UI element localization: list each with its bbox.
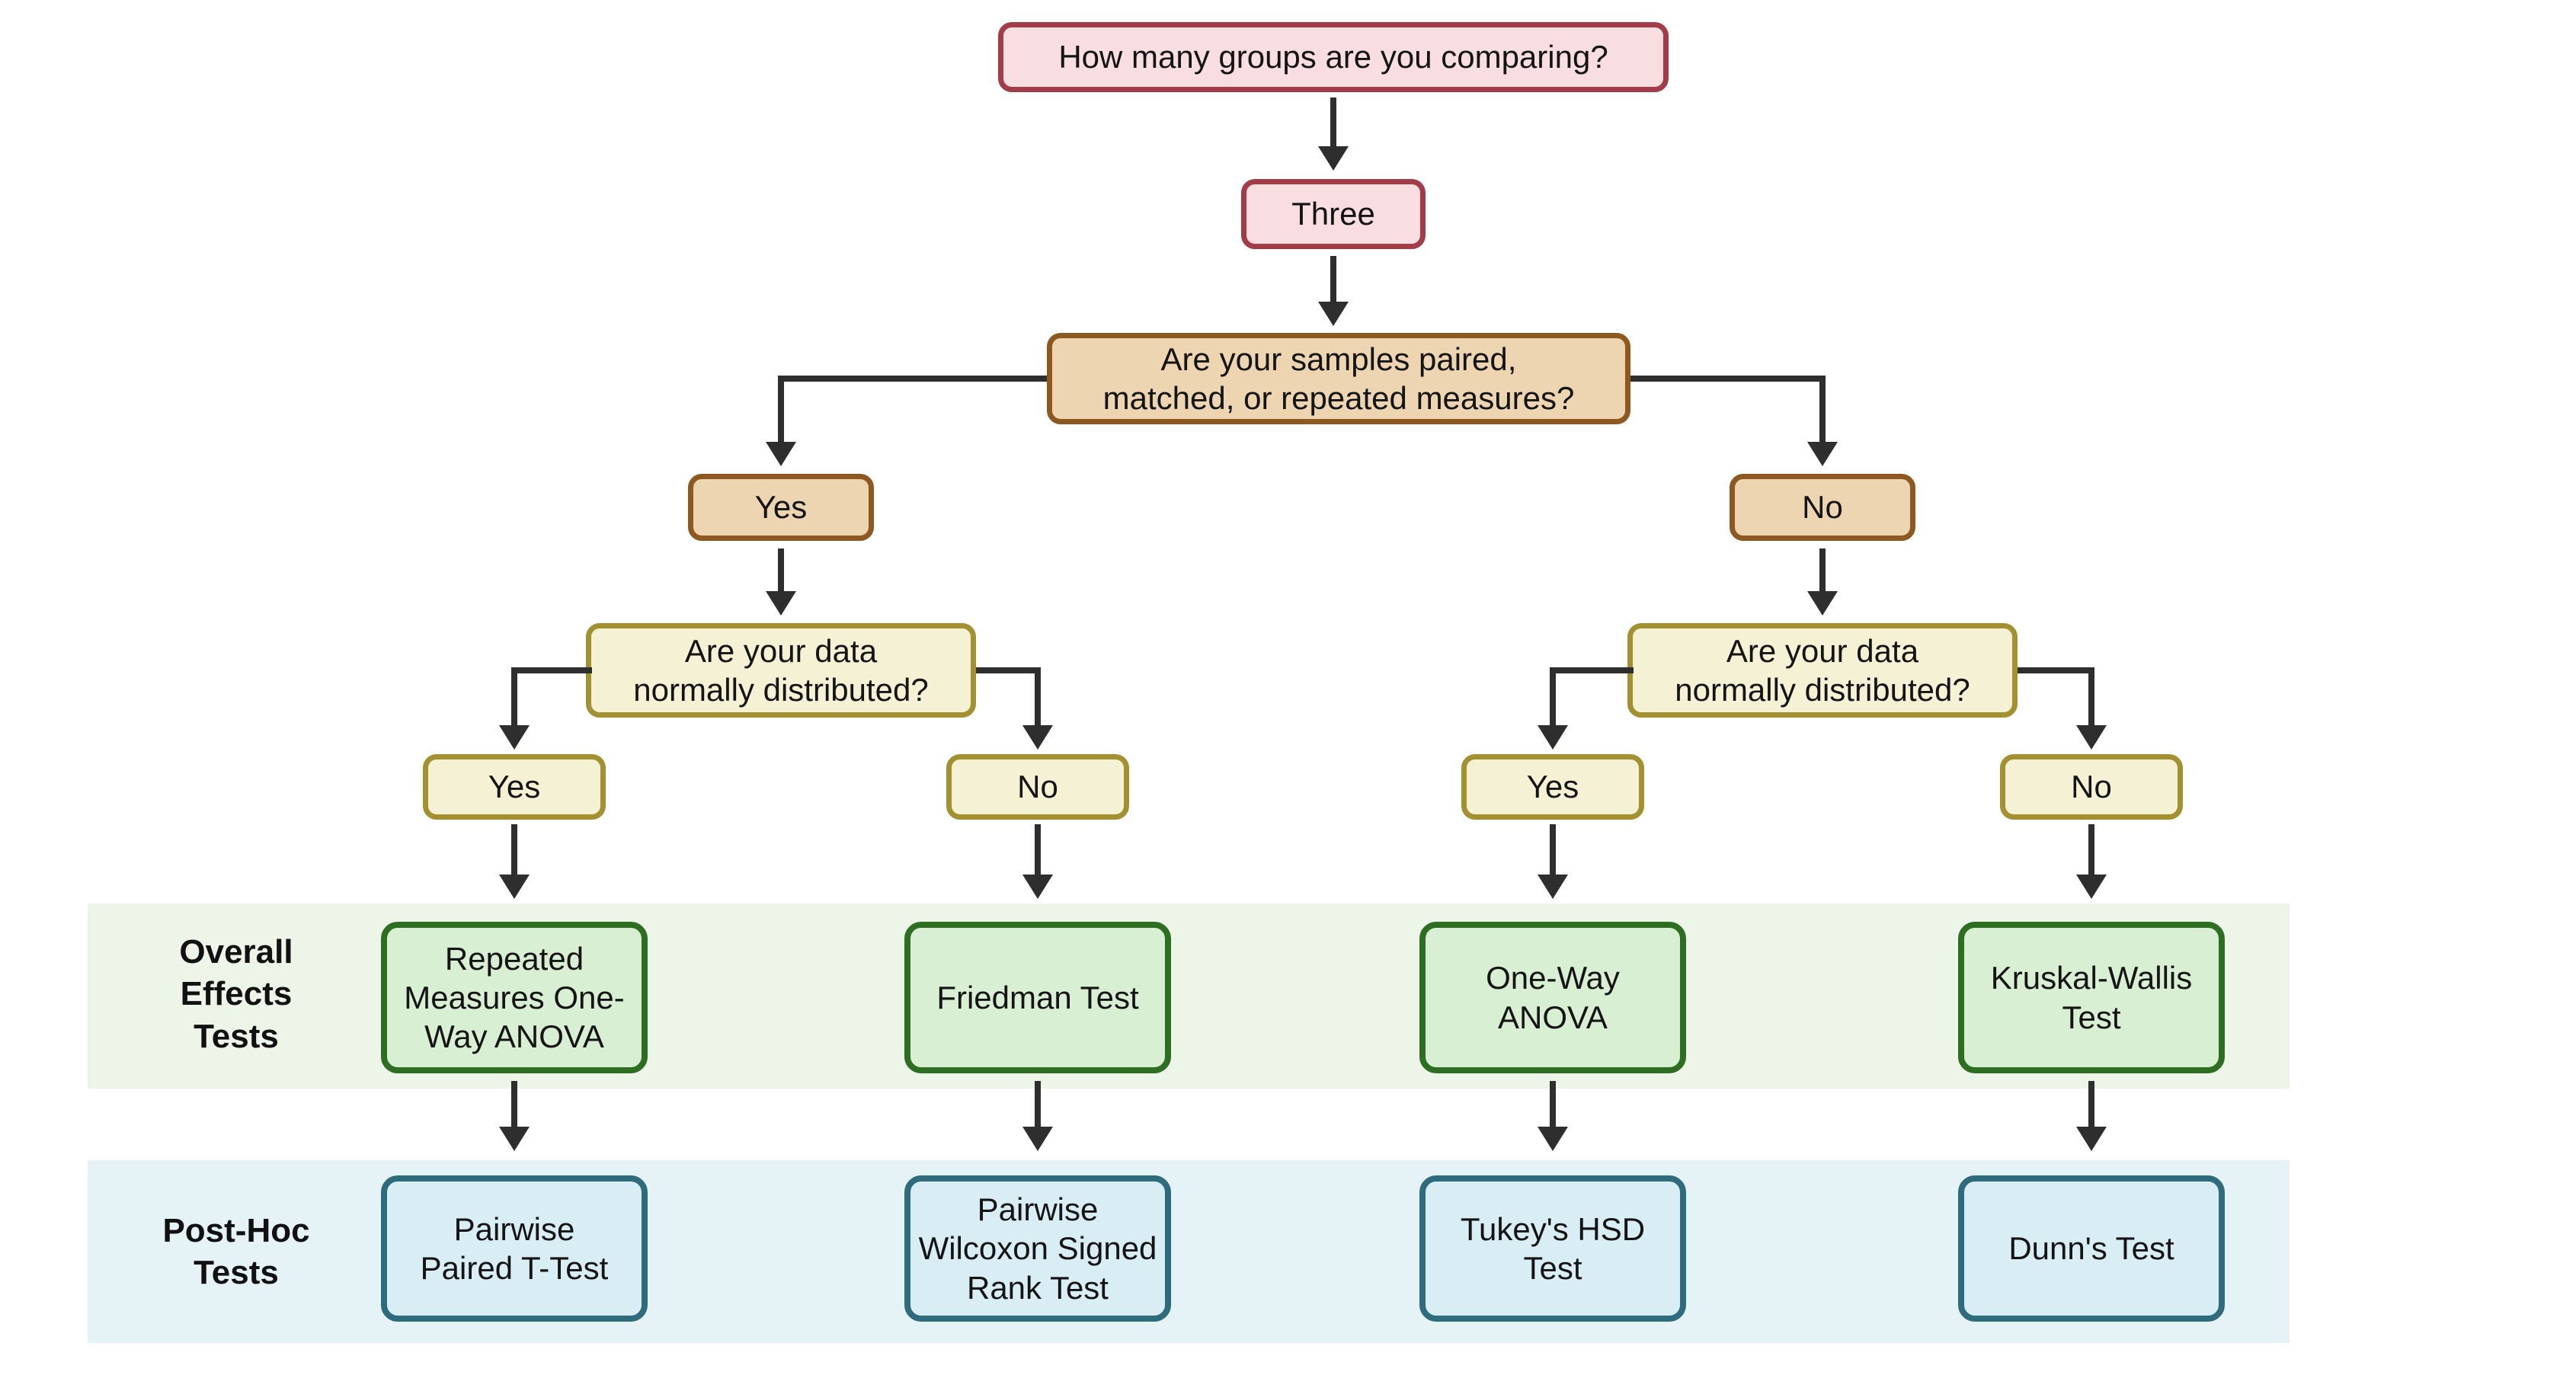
node-pairwise-wilcoxon-test: Pairwise Wilcoxon Signed Rank Test xyxy=(904,1175,1171,1322)
arrow-to-dunn-stem xyxy=(2088,1081,2094,1128)
arrow-to-dunn-head-icon xyxy=(2076,1127,2107,1151)
arrow-to-kruskal-wallis-stem xyxy=(2088,824,2094,876)
node-normality-no-left-label: No xyxy=(1017,769,1058,805)
arrow-normality-left-no-vline xyxy=(1035,667,1041,727)
node-repeated-measures-anova: Repeated Measures One- Way ANOVA xyxy=(381,922,648,1073)
node-normality-no-left: No xyxy=(946,754,1129,820)
node-paired-yes: Yes xyxy=(688,474,874,541)
arrow-to-rm-anova-head-icon xyxy=(499,875,530,899)
arrow-to-wilcoxon-head-icon xyxy=(1022,1127,1053,1151)
overall-effects-row-label: Overall Effects Tests xyxy=(179,933,293,1055)
arrow-to-paired-t-test-stem xyxy=(511,1081,517,1128)
arrow-to-tukey-stem xyxy=(1550,1081,1556,1128)
node-three: Three xyxy=(1241,179,1426,249)
arrow-to-one-way-anova-stem xyxy=(1550,824,1556,876)
arrow-to-one-way-anova-head-icon xyxy=(1538,875,1568,899)
node-dunns-test: Dunn's Test xyxy=(1958,1175,2225,1322)
node-normality-question-right: Are your data normally distributed? xyxy=(1627,623,2018,718)
arrow-to-kruskal-wallis-head-icon xyxy=(2076,875,2107,899)
node-paired-yes-label: Yes xyxy=(754,489,808,526)
node-three-label: Three xyxy=(1291,196,1375,232)
node-one-way-anova-label: One-Way ANOVA xyxy=(1486,960,1620,1035)
arrow-normality-left-yes-vline xyxy=(511,667,517,727)
node-how-many-groups: How many groups are you comparing? xyxy=(998,22,1669,92)
node-normality-question-right-label: Are your data normally distributed? xyxy=(1675,632,1970,708)
arrow-root-to-three-stem xyxy=(1330,98,1336,148)
node-tukeys-hsd-test-label: Tukey's HSD Test xyxy=(1460,1210,1646,1286)
arrow-root-to-three-head-icon xyxy=(1318,146,1349,171)
arrow-paired-to-no-hline xyxy=(1630,376,1826,382)
arrow-paired-to-yes-vline xyxy=(778,376,784,443)
arrow-three-to-paired-head-icon xyxy=(1318,302,1349,326)
node-normality-question-left-label: Are your data normally distributed? xyxy=(633,632,929,708)
arrow-normality-left-no-hline xyxy=(976,667,1041,673)
node-paired-question-label: Are your samples paired, matched, or rep… xyxy=(1102,341,1575,416)
node-dunns-test-label: Dunn's Test xyxy=(2008,1230,2174,1267)
node-paired-no: No xyxy=(1730,474,1915,541)
arrow-normality-right-no-hline xyxy=(2018,667,2094,673)
arrow-to-wilcoxon-stem xyxy=(1035,1081,1041,1128)
arrow-three-to-paired-stem xyxy=(1330,256,1336,303)
node-normality-no-right-label: No xyxy=(2071,769,2112,805)
node-kruskal-wallis-test-label: Kruskal-Wallis Test xyxy=(1990,960,2193,1035)
arrow-to-paired-t-test-head-icon xyxy=(499,1127,530,1151)
node-friedman-test: Friedman Test xyxy=(904,922,1171,1073)
node-pairwise-paired-t-test-label: Pairwise Paired T-Test xyxy=(420,1210,609,1286)
arrow-to-friedman-stem xyxy=(1035,824,1041,876)
arrow-paired-to-yes-head-icon xyxy=(766,442,796,466)
arrow-normality-right-yes-head-icon xyxy=(1538,725,1568,750)
arrow-to-rm-anova-stem xyxy=(511,824,517,876)
node-normality-yes-right: Yes xyxy=(1461,754,1644,820)
arrow-normality-right-no-head-icon xyxy=(2076,725,2107,750)
node-normality-no-right: No xyxy=(2000,754,2183,820)
arrow-no-to-normality-right-stem xyxy=(1819,548,1826,593)
node-normality-yes-left: Yes xyxy=(423,754,606,820)
node-normality-yes-left-label: Yes xyxy=(488,769,541,805)
node-repeated-measures-anova-label: Repeated Measures One- Way ANOVA xyxy=(404,940,625,1055)
arrow-normality-left-yes-head-icon xyxy=(499,725,530,750)
arrow-normality-left-yes-hline xyxy=(511,667,592,673)
node-pairwise-wilcoxon-test-label: Pairwise Wilcoxon Signed Rank Test xyxy=(918,1191,1157,1306)
node-paired-no-label: No xyxy=(1802,489,1843,526)
node-normality-yes-right-label: Yes xyxy=(1526,769,1579,805)
arrow-normality-right-no-vline xyxy=(2088,667,2094,727)
node-normality-question-left: Are your data normally distributed? xyxy=(586,623,976,718)
node-kruskal-wallis-test: Kruskal-Wallis Test xyxy=(1958,922,2225,1073)
node-one-way-anova: One-Way ANOVA xyxy=(1419,922,1686,1073)
arrow-normality-right-yes-hline xyxy=(1550,667,1634,673)
arrow-paired-to-yes-hline xyxy=(778,376,1047,382)
arrow-normality-left-no-head-icon xyxy=(1022,725,1053,750)
arrow-normality-right-yes-vline xyxy=(1550,667,1556,727)
node-paired-question: Are your samples paired, matched, or rep… xyxy=(1047,333,1630,424)
arrow-paired-to-no-head-icon xyxy=(1807,442,1838,466)
node-friedman-test-label: Friedman Test xyxy=(936,979,1139,1015)
arrow-to-tukey-head-icon xyxy=(1538,1127,1568,1151)
post-hoc-row-label: Post-Hoc Tests xyxy=(162,1212,310,1292)
arrow-paired-to-no-vline xyxy=(1819,376,1826,443)
arrow-yes-to-normality-left-head-icon xyxy=(766,591,796,616)
node-how-many-groups-label: How many groups are you comparing? xyxy=(1058,39,1608,75)
arrow-to-friedman-head-icon xyxy=(1022,875,1053,899)
arrow-yes-to-normality-left-stem xyxy=(778,548,784,593)
node-tukeys-hsd-test: Tukey's HSD Test xyxy=(1419,1175,1686,1322)
node-pairwise-paired-t-test: Pairwise Paired T-Test xyxy=(381,1175,648,1322)
arrow-no-to-normality-right-head-icon xyxy=(1807,591,1838,616)
